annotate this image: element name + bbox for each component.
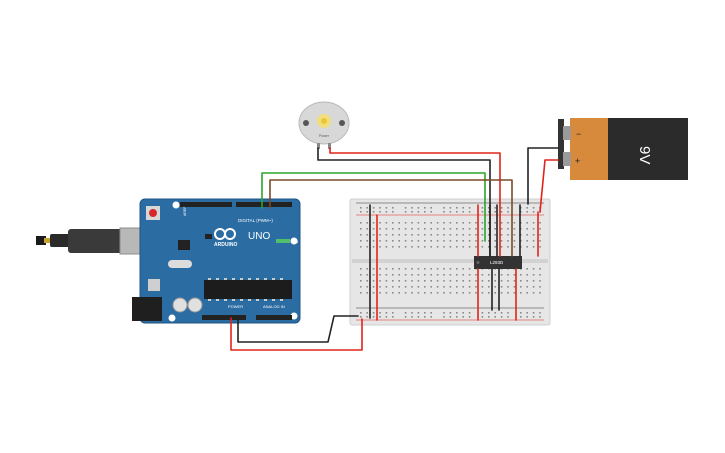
power-jack xyxy=(132,297,162,321)
battery-voltage-label: 9V xyxy=(636,146,653,164)
digital-header xyxy=(180,202,292,207)
digital-pins-label: DIGITAL (PWM~) xyxy=(238,218,273,223)
reset-button[interactable] xyxy=(146,206,160,220)
9v-battery[interactable]: − + 9V xyxy=(558,118,688,180)
chip-label: L293D xyxy=(490,260,504,265)
battery-plus-label: + xyxy=(575,156,580,166)
motor-label: Power xyxy=(319,134,330,138)
analog-pins-label: ANALOG IN xyxy=(263,304,285,309)
svg-text:AREF: AREF xyxy=(183,207,187,216)
usb-cable xyxy=(36,227,151,255)
dc-motor[interactable]: Power xyxy=(298,101,350,149)
power-pins-label: POWER xyxy=(228,304,243,309)
wire-arduino-gnd-black xyxy=(237,315,359,343)
l293d-motor-driver[interactable]: L293D xyxy=(474,256,522,269)
arduino-logo xyxy=(214,228,236,240)
power-header xyxy=(202,315,292,320)
wire-battery-red xyxy=(539,159,559,213)
wires xyxy=(230,147,559,351)
arduino-model-label: UNO xyxy=(248,231,270,242)
arduino-uno-board[interactable]: ARDUINO UNO ON DIGITAL (PWM~) AREF POWER… xyxy=(132,198,301,324)
arduino-brand-label: ARDUINO xyxy=(214,242,237,248)
wire-motor-red xyxy=(329,147,501,257)
atmega-chip xyxy=(204,280,292,299)
wire-battery-black xyxy=(527,147,559,205)
battery-minus-label: − xyxy=(576,129,581,139)
wire-signal-brown xyxy=(269,179,513,257)
on-led-label: ON xyxy=(292,239,298,244)
wire-arduino-5v-red xyxy=(230,317,363,351)
wire-signal-green xyxy=(261,172,486,242)
